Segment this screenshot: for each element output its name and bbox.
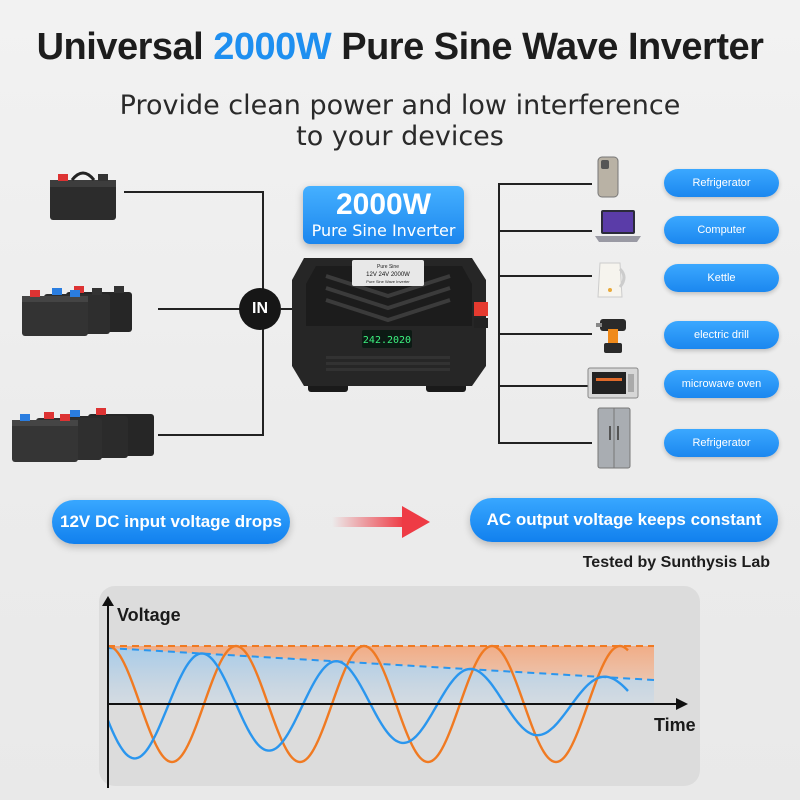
inverter-panel-line1: 12V 24V 2000W: [366, 272, 410, 278]
tested-by-label: Tested by Sunthysis Lab: [582, 554, 770, 571]
microwave-icon: [586, 366, 640, 400]
input-voltage-pill: 12V DC input voltage drops: [52, 500, 290, 544]
subtitle-line-1: Provide clean power and low interference: [119, 90, 681, 121]
battery-icon: [22, 286, 132, 336]
wire-output-bus: [498, 183, 500, 444]
inverter-badge: 2000W Pure Sine Inverter: [303, 186, 464, 244]
subtitle-line-2: to your devices: [296, 121, 504, 152]
drill-icon: [596, 313, 632, 357]
wire-output-6: [499, 442, 592, 444]
y-axis-label: Voltage: [117, 605, 181, 625]
inverter-icon: Pure Sine 12V 24V 2000W Pure Sine Wave I…: [292, 258, 488, 392]
inverter-panel-line2: Pure Sine Wave Inverter: [366, 279, 410, 284]
ac-sine-wave: [107, 644, 629, 764]
battery-group-4: [6, 404, 166, 464]
x-axis-arrow: [676, 698, 688, 710]
title-accent: 2000W: [213, 26, 332, 68]
output-label-1: Refrigerator: [664, 169, 779, 197]
voltage-chart: [96, 592, 706, 796]
arrow-right-icon: [330, 502, 434, 542]
battery-icon: [12, 408, 154, 462]
wire-output-5: [499, 385, 592, 387]
page-subtitle: Provide clean power and low interference…: [0, 90, 800, 152]
input-label-circle: IN: [239, 288, 281, 330]
fridge-icon: [596, 406, 632, 470]
wire-battery-3: [158, 434, 263, 436]
wire-to-inverter: [281, 308, 301, 310]
wire-output-2: [499, 230, 592, 232]
output-label-5: microwave oven: [664, 370, 779, 398]
title-prefix: Universal: [36, 26, 214, 68]
output-label-6: Refrigerator: [664, 429, 779, 457]
kettle-icon: [594, 257, 630, 301]
inverter-badge-type: Pure Sine Inverter: [311, 221, 456, 240]
y-axis-arrow: [102, 596, 114, 606]
output-voltage-pill: AC output voltage keeps constant: [470, 498, 778, 542]
x-axis-label: Time: [654, 715, 696, 735]
inverter-top-text: Pure Sine: [377, 264, 399, 270]
wire-battery-1: [124, 191, 263, 193]
wire-battery-2: [158, 308, 240, 310]
dc-decaying-wave: [106, 652, 629, 760]
inverter-badge-power: 2000W: [335, 188, 432, 221]
inverter-display: 242.2020: [363, 335, 411, 346]
voltage-chart-svg: [102, 596, 688, 788]
wire-output-4: [499, 333, 592, 335]
battery-group-1: [42, 166, 132, 222]
page-title: Universal 2000W Pure Sine Wave Inverter: [0, 26, 800, 69]
output-label-4: electric drill: [664, 321, 779, 349]
title-suffix: Pure Sine Wave Inverter: [331, 26, 764, 68]
laptop-icon: [593, 208, 643, 248]
battery-icon: [50, 171, 116, 220]
output-label-3: Kettle: [664, 264, 779, 292]
smartphone-icon: [596, 156, 620, 198]
wire-output-3: [499, 275, 592, 277]
dc-dropping-band: [108, 648, 654, 704]
wire-output-1: [499, 183, 592, 185]
inverter-device: Pure Sine 12V 24V 2000W Pure Sine Wave I…: [286, 248, 496, 400]
output-label-2: Computer: [664, 216, 779, 244]
battery-group-3: [14, 282, 164, 338]
